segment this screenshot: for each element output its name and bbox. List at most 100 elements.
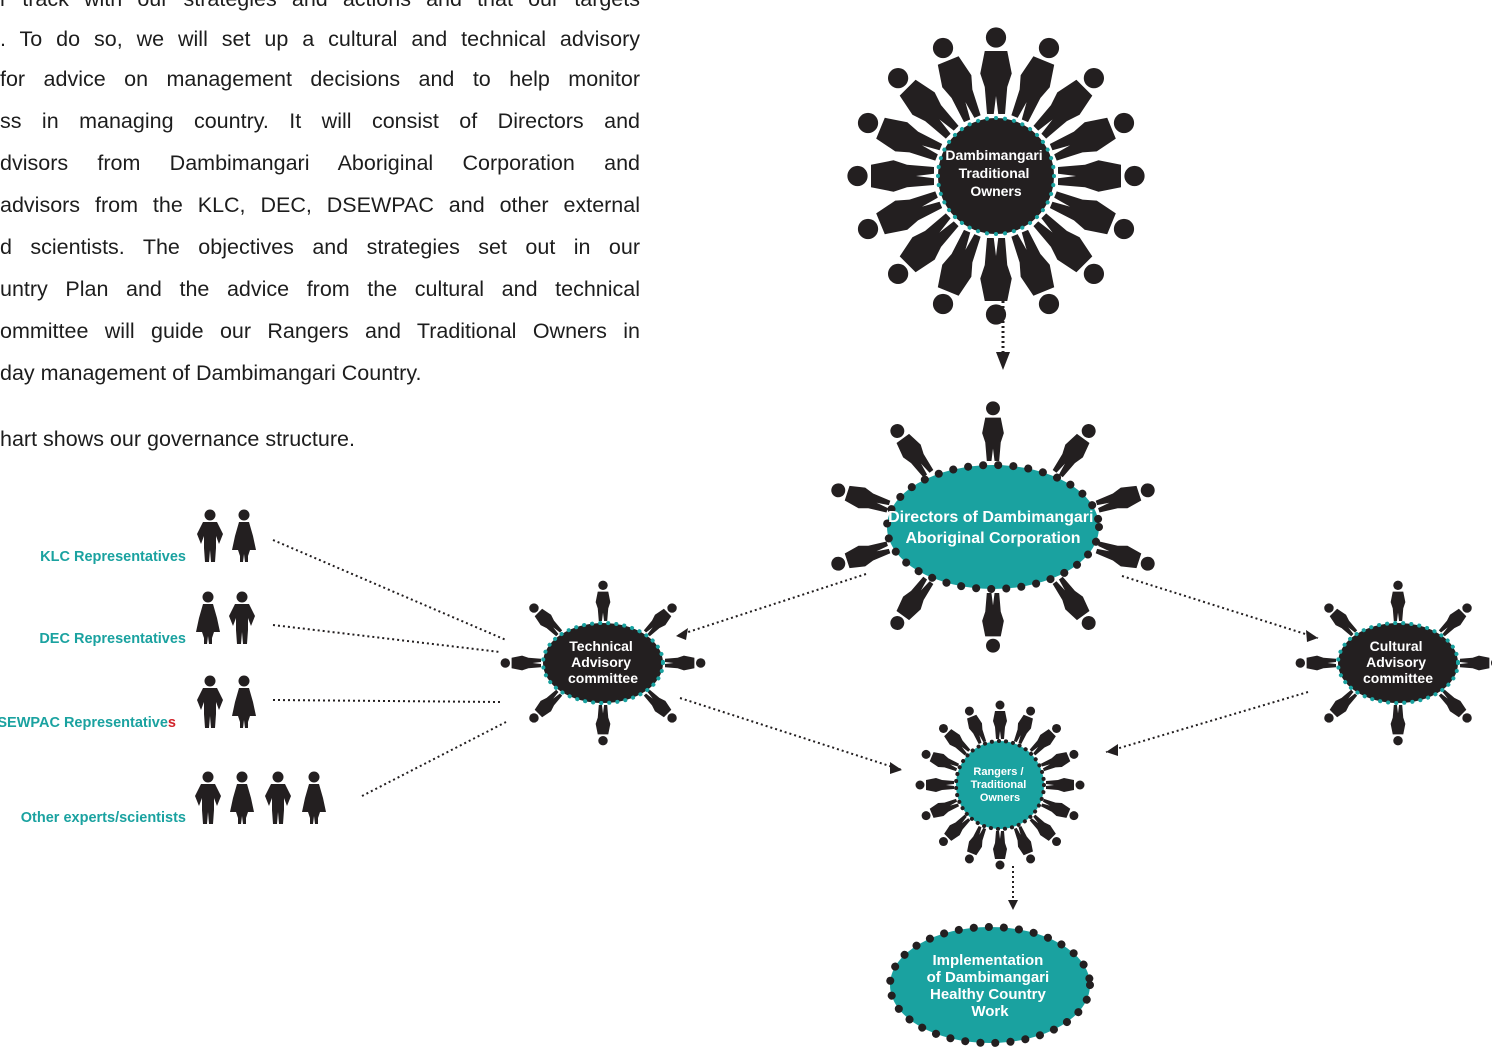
person-icon <box>1046 778 1085 792</box>
node-label-line: Cultural <box>1370 638 1423 654</box>
node-label-line: Implementation <box>932 952 1043 969</box>
node-technical-committee: Technical Advisory committee <box>541 621 665 705</box>
paragraph-line: . To do so, we will set up a cultural an… <box>0 27 640 51</box>
figure-caption: hart shows our governance structure. <box>0 427 355 451</box>
person-icon <box>265 771 291 824</box>
rep-figures-others <box>195 771 326 824</box>
node-label-line: of Dambimangari <box>927 969 1050 986</box>
arrowhead-cultural-left <box>1306 630 1318 642</box>
person-icon <box>525 687 565 727</box>
connector-cultural-rangers <box>1105 691 1309 753</box>
person-icon <box>828 537 892 577</box>
person-icon <box>982 593 1004 653</box>
person-icon <box>641 599 681 639</box>
person-icon <box>197 509 223 562</box>
person-icon <box>1320 599 1360 639</box>
rep-label-dsewpac-suffix: s <box>168 715 176 731</box>
person-icon <box>195 771 221 824</box>
svg-text:Cultural Advisory: Cultural Advisory committee <box>1363 638 1433 686</box>
node-label-line: Technical <box>569 638 633 654</box>
connector-klc <box>272 539 507 641</box>
person-icon <box>525 599 565 639</box>
svg-text:Directors of Dambimangari: Directors of Dambimangari Aboriginal Cor… <box>888 509 1098 547</box>
person-icon <box>1027 720 1065 758</box>
node-label-line: Advisory <box>1366 654 1426 670</box>
person-icon <box>1460 655 1492 671</box>
svg-text:Dambimangari Traditional: Dambimangari Traditional Owners <box>945 147 1046 199</box>
node-label-line: committee <box>1363 670 1433 686</box>
person-icon <box>500 655 541 671</box>
node-label-line: Traditional <box>971 779 1027 791</box>
node-label-line: Owners <box>970 183 1022 199</box>
arrowhead-owners <box>996 352 1010 370</box>
rep-label-klc: KLC Representatives <box>40 549 186 565</box>
paragraph-line: ommittee will guide our Rangers and Trad… <box>0 319 640 343</box>
person-icon <box>641 687 681 727</box>
arrowhead-rangers-right <box>1106 744 1118 756</box>
person-icon <box>1094 537 1158 577</box>
node-label-line: Work <box>971 1003 1009 1020</box>
paragraph-line: d scientists. The objectives and strateg… <box>0 235 640 259</box>
node-directors: Directors of Dambimangari Aboriginal Cor… <box>883 461 1103 593</box>
person-icon <box>1295 655 1336 671</box>
node-label-line: committee <box>568 670 638 686</box>
person-icon <box>232 675 256 728</box>
svg-text:Technical Advisory: Technical Advisory committee <box>568 638 638 686</box>
rep-label-dsewpac: DSEWPAC Representatives <box>0 715 176 731</box>
person-icon <box>828 477 892 517</box>
arrowhead-rangers <box>1008 900 1018 910</box>
connector-dec <box>272 624 501 653</box>
person-icon <box>1027 812 1065 850</box>
person-icon <box>919 746 961 774</box>
person-icon <box>1039 796 1081 824</box>
paragraph-line: ss in managing country. It will consist … <box>0 109 640 133</box>
person-icon <box>993 831 1007 870</box>
connector-directors-cultural <box>1121 575 1319 639</box>
node-implementation: Implementation of Dambimangari Healthy C… <box>886 923 1094 1047</box>
node-label-line: Healthy Country <box>930 986 1047 1003</box>
person-icon <box>980 27 1012 114</box>
person-icon <box>595 705 611 746</box>
paragraph-line: advisors from the KLC, DEC, DSEWPAC and … <box>0 193 640 217</box>
person-icon <box>232 509 256 562</box>
person-icon <box>961 824 989 866</box>
person-icon <box>229 591 255 644</box>
connector-arrowheads <box>676 352 1318 910</box>
person-icon <box>196 591 220 644</box>
rep-figures-klc <box>197 509 256 562</box>
person-icon <box>884 574 938 636</box>
connector-others <box>361 721 507 797</box>
arrowhead-technical-right <box>676 628 688 640</box>
person-icon <box>1011 704 1039 746</box>
node-traditional-owners: Dambimangari Traditional Owners <box>936 116 1056 236</box>
person-icon <box>1436 687 1476 727</box>
person-icon <box>1390 705 1406 746</box>
connector-dsewpac <box>272 699 501 703</box>
person-icon <box>302 771 326 824</box>
node-label-line: Traditional <box>959 165 1030 181</box>
rep-label-dsewpac-text: DSEWPAC Representative <box>0 715 168 731</box>
person-icon <box>1058 160 1145 192</box>
node-rangers: Rangers / Traditional Owners <box>954 739 1046 831</box>
person-icon <box>1048 574 1102 636</box>
person-icon <box>993 700 1007 739</box>
node-cultural-committee: Cultural Advisory committee <box>1336 621 1460 705</box>
rep-label-others: Other experts/scientists <box>21 810 186 826</box>
paragraph-line: dvisors from Dambimangari Aboriginal Cor… <box>0 151 640 175</box>
arrowhead-rangers-left <box>890 762 902 774</box>
node-label-line: Owners <box>980 792 1020 804</box>
person-icon <box>935 720 973 758</box>
rep-figures-dsewpac <box>197 675 256 728</box>
node-label-line: Dambimangari <box>945 147 1042 163</box>
paragraph-line: untry Plan and the advice from the cultu… <box>0 277 640 301</box>
person-icon <box>961 704 989 746</box>
representatives: KLC Representatives DEC Representatives … <box>0 509 326 826</box>
node-label-line: Advisory <box>571 654 631 670</box>
paragraph-line: for advice on management decisions and t… <box>0 67 640 91</box>
person-icon <box>919 796 961 824</box>
person-icon <box>197 675 223 728</box>
connector-technical-rangers <box>679 697 903 771</box>
person-icon <box>665 655 706 671</box>
person-icon <box>1094 477 1158 517</box>
